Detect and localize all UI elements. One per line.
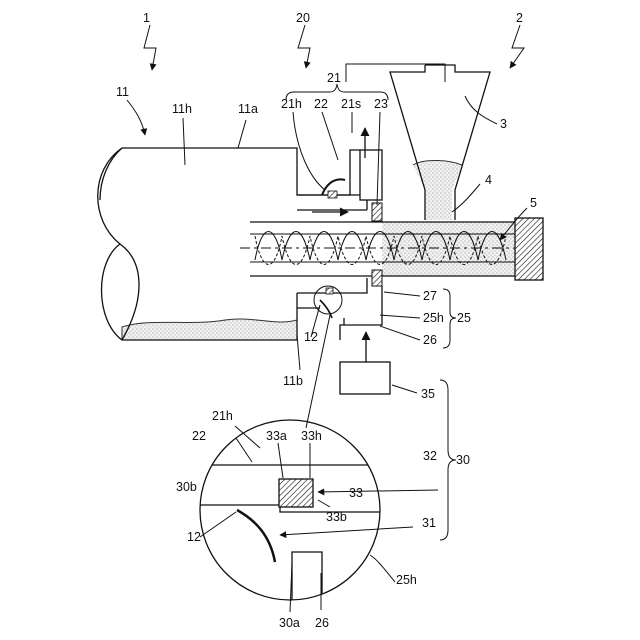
label-4: 4 bbox=[485, 173, 492, 187]
label-26: 26 bbox=[423, 333, 437, 347]
label-2: 2 bbox=[516, 11, 523, 25]
label-25h: 25h bbox=[423, 311, 444, 325]
label-d32: 32 bbox=[423, 449, 437, 463]
label-11b: 11b bbox=[283, 374, 303, 388]
label-d26: 26 bbox=[315, 616, 329, 630]
label-d21h: 21h bbox=[212, 409, 233, 423]
label-23: 23 bbox=[374, 97, 388, 111]
label-22: 22 bbox=[314, 97, 328, 111]
label-27: 27 bbox=[423, 289, 437, 303]
barrel-4 bbox=[240, 218, 543, 280]
label-21h: 21h bbox=[281, 97, 302, 111]
blower-35 bbox=[340, 362, 390, 394]
label-d31: 31 bbox=[422, 516, 436, 530]
label-11a: 11a bbox=[238, 102, 258, 116]
label-d33a: 33a bbox=[266, 429, 287, 443]
label-d30a: 30a bbox=[279, 616, 300, 630]
label-d25h: 25h bbox=[396, 573, 417, 587]
label-3: 3 bbox=[500, 117, 507, 131]
label-12: 12 bbox=[304, 330, 318, 344]
brace-30 bbox=[440, 380, 456, 540]
duct-21 bbox=[297, 128, 382, 221]
leader-20 bbox=[298, 25, 310, 68]
label-d30b: 30b bbox=[176, 480, 197, 494]
label-d12: 12 bbox=[187, 530, 201, 544]
label-d30: 30 bbox=[456, 453, 470, 467]
label-35: 35 bbox=[421, 387, 435, 401]
label-21s: 21s bbox=[341, 97, 361, 111]
label-25: 25 bbox=[457, 311, 471, 325]
label-11: 11 bbox=[116, 85, 129, 99]
label-20: 20 bbox=[296, 11, 310, 25]
label-5: 5 bbox=[530, 196, 537, 210]
label-11h: 11h bbox=[172, 102, 192, 116]
hopper-3 bbox=[390, 65, 490, 220]
label-1: 1 bbox=[143, 11, 150, 25]
label-d33: 33 bbox=[349, 486, 363, 500]
brace-25 bbox=[443, 289, 456, 348]
chamber-11 bbox=[98, 148, 360, 340]
label-d33b: 33b bbox=[326, 510, 347, 524]
label-d33h: 33h bbox=[301, 429, 322, 443]
labels: 1 20 2 21 11 11h 11a 21h 22 21s 23 3 4 5… bbox=[116, 11, 537, 630]
label-21: 21 bbox=[327, 71, 341, 85]
label-d22: 22 bbox=[192, 429, 206, 443]
leader-2 bbox=[510, 25, 524, 68]
leader-1 bbox=[144, 25, 156, 70]
